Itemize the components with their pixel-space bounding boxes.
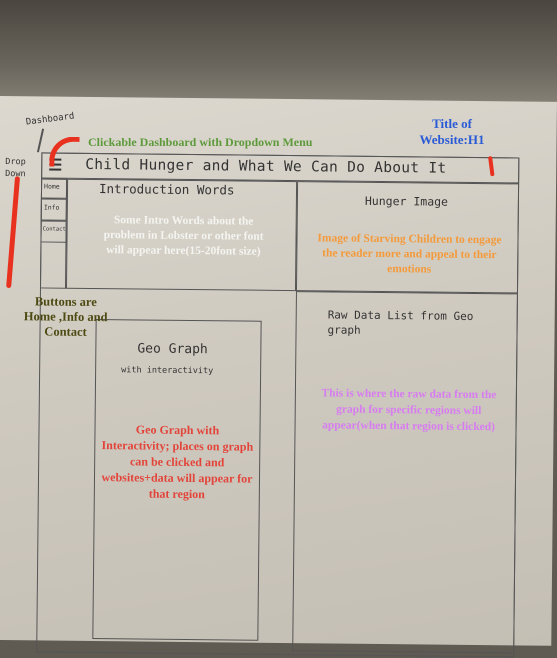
table-background bbox=[0, 0, 557, 110]
menu-item-info-label: Info bbox=[43, 203, 60, 212]
dashboard-arrow bbox=[36, 128, 44, 153]
title-annotation: Title of Website:H1 bbox=[419, 116, 485, 147]
menu-item-info[interactable]: Info bbox=[40, 198, 67, 221]
dashboard-handwritten-label: Dashboard bbox=[25, 111, 75, 128]
menu-item-home-label: Home bbox=[44, 182, 60, 191]
geo-graph-heading: Geo Graph bbox=[137, 341, 208, 358]
buttons-annotation: Buttons are Home ,Info and Contact bbox=[23, 294, 108, 339]
raw-data-annotation: This is where the raw data from the grap… bbox=[321, 387, 497, 434]
dashboard-annotation: Clickable Dashboard with Dropdown Menu bbox=[88, 135, 313, 149]
raw-data-section bbox=[292, 291, 518, 654]
red-marker-top-arc bbox=[49, 136, 80, 167]
geo-graph-subheading: with interactivity bbox=[121, 365, 214, 377]
intro-annotation: Some Intro Words about the problem in Lo… bbox=[103, 214, 264, 258]
hunger-image-heading: Hunger Image bbox=[364, 193, 449, 209]
menu-item-contact-label: Contact bbox=[42, 226, 66, 233]
menu-item-contact[interactable]: Contact bbox=[40, 220, 67, 243]
raw-data-heading: Raw Data List from Geo graph bbox=[327, 308, 474, 337]
drop-down-handwritten-label: Drop Down bbox=[5, 157, 26, 180]
menu-item-home[interactable]: Home bbox=[40, 178, 68, 199]
intro-heading: Introduction Words bbox=[98, 181, 235, 198]
paper-sheet: Dashboard Drop Down Child Hunger and Wha… bbox=[0, 96, 557, 658]
geo-graph-annotation: Geo Graph with Interactivity; places on … bbox=[101, 422, 254, 502]
red-marker-curve bbox=[6, 176, 21, 289]
hunger-image-annotation: Image of Starving Children to engage the… bbox=[317, 232, 502, 276]
